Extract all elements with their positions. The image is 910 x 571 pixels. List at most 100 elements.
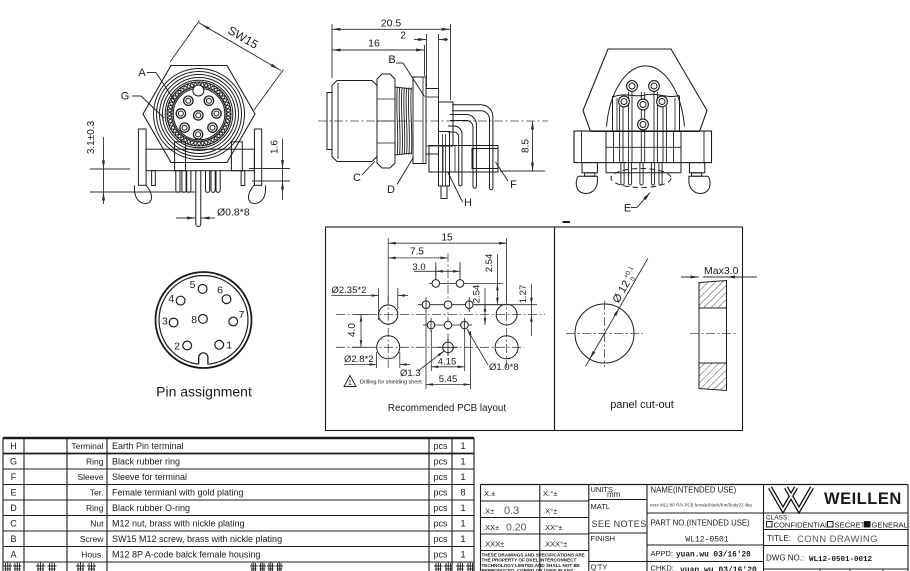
svg-text:4.0: 4.0 bbox=[347, 323, 358, 337]
svg-text:Ø1.3: Ø1.3 bbox=[400, 368, 421, 379]
svg-text:mm: mm bbox=[607, 490, 621, 499]
svg-text:B: B bbox=[10, 534, 16, 544]
svg-text:1: 1 bbox=[460, 456, 465, 467]
svg-text:pcs: pcs bbox=[433, 518, 448, 528]
svg-text:H: H bbox=[464, 197, 472, 209]
svg-text:Ø0.8*8: Ø0.8*8 bbox=[217, 207, 250, 219]
svg-text:2.54: 2.54 bbox=[472, 285, 483, 304]
svg-text:THESE DRAWINGS AND SPECIFICATI: THESE DRAWINGS AND SPECIFICATIONS ARE bbox=[482, 553, 585, 558]
svg-text:Female termianl with gold plat: Female termianl with gold plating bbox=[112, 487, 244, 497]
svg-text:TITLE:: TITLE: bbox=[767, 534, 791, 543]
svg-text:6: 6 bbox=[217, 285, 223, 297]
svg-text:E: E bbox=[624, 203, 631, 215]
svg-text:0.20: 0.20 bbox=[506, 522, 527, 534]
svg-text:3.0: 3.0 bbox=[412, 262, 425, 273]
svg-text:A: A bbox=[10, 549, 16, 559]
svg-text:2: 2 bbox=[174, 341, 180, 353]
svg-text:Screw: Screw bbox=[80, 534, 104, 544]
svg-text:X.°±: X.°± bbox=[543, 489, 557, 498]
svg-text:pcs: pcs bbox=[433, 487, 448, 497]
svg-text:THE PROPERTY OF DKEL INTERCONN: THE PROPERTY OF DKEL INTERCONNECT bbox=[482, 558, 577, 563]
svg-text:1: 1 bbox=[460, 518, 465, 529]
svg-text:G: G bbox=[10, 456, 17, 466]
svg-text:.XXX±: .XXX± bbox=[483, 540, 504, 549]
svg-text:0.3: 0.3 bbox=[504, 505, 519, 517]
svg-text:Max3.0: Max3.0 bbox=[704, 265, 739, 277]
svg-text:2.54: 2.54 bbox=[484, 254, 495, 273]
svg-text:H: H bbox=[10, 441, 17, 451]
svg-text:Q'TY: Q'TY bbox=[591, 563, 608, 571]
svg-text:1.27: 1.27 bbox=[518, 285, 529, 304]
svg-text:1: 1 bbox=[460, 503, 465, 514]
svg-text:1: 1 bbox=[460, 534, 465, 545]
svg-text:1.6: 1.6 bbox=[270, 140, 281, 154]
svg-text:Ø2.35*2: Ø2.35*2 bbox=[332, 285, 367, 296]
svg-text:SW15 M12 screw, brass with nic: SW15 M12 screw, brass with nickle platin… bbox=[112, 534, 282, 544]
svg-text:1: 1 bbox=[460, 472, 465, 483]
svg-text:pcs: pcs bbox=[433, 549, 448, 559]
svg-text:20.5: 20.5 bbox=[381, 18, 402, 30]
svg-text:M12 nut, brass with nickle pla: M12 nut, brass with nickle plating bbox=[112, 518, 245, 528]
svg-text:TECHNOLOGY LIMITED,AND SHALL N: TECHNOLOGY LIMITED,AND SHALL NOT BE bbox=[482, 563, 580, 568]
svg-text:D: D bbox=[10, 503, 17, 513]
svg-text:DWG NO.:: DWG NO.: bbox=[766, 554, 804, 563]
svg-text:Drilling for shielding sheet: Drilling for shielding sheet bbox=[360, 380, 422, 386]
svg-text:Ø2.8*2: Ø2.8*2 bbox=[344, 354, 374, 365]
svg-text:pcs: pcs bbox=[433, 472, 448, 482]
svg-text:1: 1 bbox=[460, 441, 465, 452]
svg-text:E: E bbox=[10, 487, 16, 497]
svg-text:FINISH: FINISH bbox=[591, 534, 616, 543]
svg-text:A: A bbox=[138, 67, 146, 79]
svg-text:1: 1 bbox=[460, 549, 465, 560]
svg-text:MATL: MATL bbox=[591, 502, 610, 511]
svg-text:Nut: Nut bbox=[90, 518, 104, 528]
svg-text:Sleeve: Sleeve bbox=[78, 472, 104, 482]
svg-text:C: C bbox=[353, 172, 361, 184]
svg-text:16: 16 bbox=[368, 38, 380, 50]
svg-text:Ring: Ring bbox=[86, 503, 104, 513]
svg-text:REPRODUCED, COPIED OR USED IN: REPRODUCED, COPIED OR USED IN ANY bbox=[482, 568, 574, 571]
svg-text:D: D bbox=[387, 184, 395, 196]
svg-text:pcs: pcs bbox=[433, 456, 448, 466]
svg-text:3.1±0.3: 3.1±0.3 bbox=[86, 120, 97, 154]
svg-text:WL12-0501-0012: WL12-0501-0012 bbox=[809, 556, 873, 564]
svg-text:Sleeve for terminal: Sleeve for terminal bbox=[112, 472, 187, 482]
svg-text:Hous.: Hous. bbox=[81, 549, 103, 559]
svg-text:.XX°±: .XX°± bbox=[543, 523, 562, 532]
svg-text:4: 4 bbox=[168, 293, 174, 305]
svg-text:Ø1.0*8: Ø1.0*8 bbox=[489, 362, 519, 373]
svg-text:panel cut-out: panel cut-out bbox=[610, 399, 674, 411]
svg-text:1: 1 bbox=[348, 380, 352, 387]
svg-text:.X°±: .X°± bbox=[543, 507, 557, 516]
svg-text:.X±: .X± bbox=[483, 507, 494, 516]
svg-text:PART NO.(INTENDED USE): PART NO.(INTENDED USE) bbox=[651, 519, 751, 528]
svg-text:UNITS: UNITS bbox=[591, 485, 614, 494]
svg-text:GENERAL: GENERAL bbox=[872, 521, 908, 530]
svg-text:Recommended PCB layout: Recommended PCB layout bbox=[388, 403, 506, 414]
svg-text:Ring: Ring bbox=[86, 456, 104, 466]
svg-text:B: B bbox=[388, 54, 395, 66]
svg-text:5.45: 5.45 bbox=[439, 374, 458, 385]
svg-text:yuan.wu 03/16'20: yuan.wu 03/16'20 bbox=[676, 552, 751, 560]
svg-text:pcs: pcs bbox=[433, 503, 448, 513]
svg-text:7.5: 7.5 bbox=[410, 247, 424, 258]
svg-text:WL12-0501: WL12-0501 bbox=[685, 536, 728, 545]
svg-text:pcs: pcs bbox=[433, 441, 448, 451]
svg-text:yuan.wu 03/16'20: yuan.wu 03/16'20 bbox=[680, 566, 757, 571]
svg-text:Black rubber O-ring: Black rubber O-ring bbox=[112, 503, 190, 513]
svg-text:pcs: pcs bbox=[433, 534, 448, 544]
svg-text:0: 0 bbox=[629, 275, 637, 282]
svg-text:8: 8 bbox=[460, 487, 465, 498]
svg-text:APPD:: APPD: bbox=[651, 549, 674, 558]
svg-text:Pin assignment: Pin assignment bbox=[156, 384, 252, 400]
svg-text:15: 15 bbox=[441, 233, 453, 244]
svg-text:NAME(INTENDED USE): NAME(INTENDED USE) bbox=[651, 486, 737, 495]
svg-text:xxxx M12 8P R/A PCB female/bl: xxxx M12 8P R/A PCB female/black/Km/Body… bbox=[650, 503, 752, 508]
svg-text:1: 1 bbox=[226, 339, 232, 351]
svg-text:7: 7 bbox=[239, 309, 245, 321]
svg-text:F: F bbox=[11, 472, 17, 482]
svg-text:CONFIDENTIAL: CONFIDENTIAL bbox=[774, 521, 830, 530]
svg-text:3: 3 bbox=[162, 316, 168, 328]
svg-text:CONN DRAWING: CONN DRAWING bbox=[797, 534, 878, 545]
svg-text:SECRET: SECRET bbox=[835, 521, 866, 530]
